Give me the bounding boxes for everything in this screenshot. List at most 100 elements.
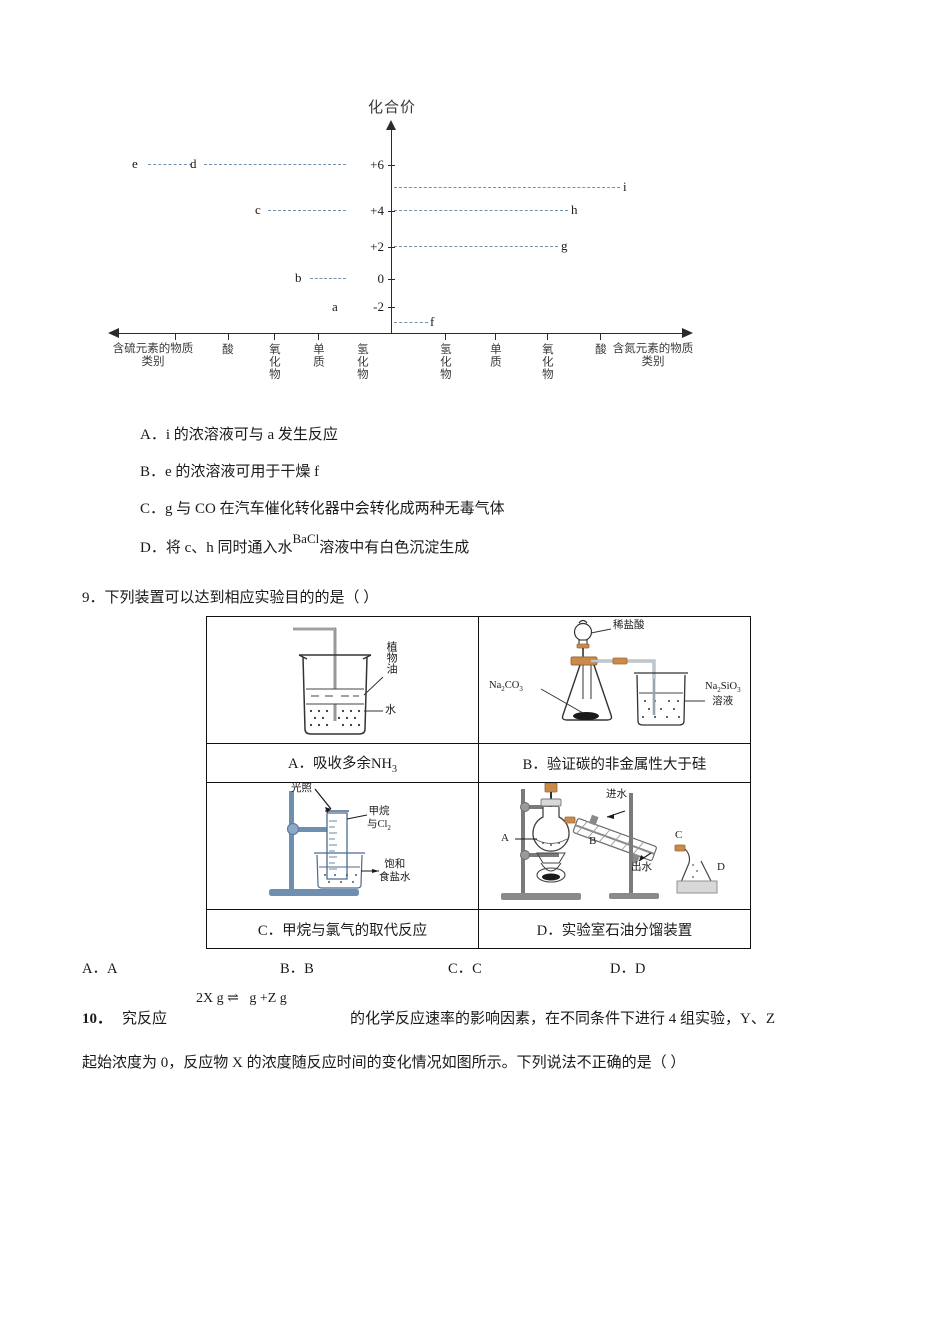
- apparatus-caption-b: B．验证碳的非金属性大于硅: [478, 743, 751, 783]
- apparatus-cell-d-figure: 进水 出水 A B C D: [478, 782, 751, 910]
- apparatus-cell-c-figure: 光照 甲烷与Cl2 饱和食盐水: [206, 782, 479, 910]
- q8-option-a: A．i 的浓溶液可与 a 发生反应: [140, 427, 338, 443]
- x-axis-left-arrow-icon: [108, 328, 119, 338]
- tube-light-brine-svg: [269, 788, 379, 896]
- q9-stem: 9．下列装置可以达到相应实验目的的是（ ）: [82, 590, 379, 606]
- y-tick-mark-neg2: [388, 307, 395, 308]
- leader-line-e: [148, 164, 192, 165]
- valence-chart: 化合价 +6 +4 +2 0 -2 e d c: [100, 96, 710, 396]
- apparatus-caption-c: C．甲烷与氯气的取代反应: [206, 909, 479, 949]
- point-label-b: b: [295, 270, 302, 285]
- point-label-i: i: [623, 179, 627, 194]
- table-row-figures-bottom: 光照 甲烷与Cl2 饱和食盐水: [206, 782, 751, 910]
- q8-option-d-pre: D．将 c、h 同时通入水: [140, 540, 293, 556]
- y-tick-label-2: +2: [370, 239, 384, 254]
- q10-equation: 2X g ⇌ g +Z g: [196, 991, 287, 1006]
- leader-line-c: [268, 210, 346, 211]
- x-tick-mark-2: [228, 333, 229, 340]
- x-category-label-4: 氢化物: [355, 343, 368, 381]
- label-vegetable-oil: 植物油: [385, 641, 398, 674]
- label-point-c: C: [675, 829, 683, 841]
- q9-answer-a: A．A: [82, 961, 118, 977]
- table-row-figures-top: 植物油 水: [206, 616, 751, 744]
- x-category-label-3: 单质: [311, 343, 324, 368]
- label-point-b: B: [589, 835, 597, 847]
- y-tick-mark-2: [388, 247, 395, 248]
- apparatus-caption-a-formula: NH: [371, 755, 392, 772]
- table-row-captions-top: A．吸收多余NH3 B．验证碳的非金属性大于硅: [206, 743, 751, 783]
- y-tick-label-0: 0: [377, 271, 385, 286]
- x-axis-right-arrow-icon: [682, 328, 693, 338]
- label-sodium-carbonate: Na2CO3: [489, 680, 523, 694]
- apparatus-caption-a-text: A．吸收多余: [288, 755, 372, 772]
- label-point-d: D: [717, 861, 725, 873]
- x-tick-mark-3: [274, 333, 275, 340]
- leader-line-i: [394, 187, 620, 188]
- y-tick-label-6: +6: [370, 157, 384, 172]
- y-axis-line: [391, 128, 392, 333]
- x-category-label-7: 氧化物: [540, 343, 553, 381]
- label-methane-and-chlorine: 甲烷与Cl2: [367, 806, 391, 833]
- x-tick-mark-5: [445, 333, 446, 340]
- apparatus-caption-d: D．实验室石油分馏装置: [478, 909, 751, 949]
- leader-line-g: [394, 246, 558, 247]
- x-category-label-1: 酸: [220, 343, 233, 356]
- x-category-label-2: 氧化物: [267, 343, 280, 381]
- y-tick-label-neg2: -2: [373, 299, 384, 314]
- label-water-outlet: 出水: [631, 862, 652, 873]
- leader-line-h: [394, 210, 568, 211]
- point-label-c: c: [255, 202, 261, 217]
- x-category-label-0: 含硫元素的物质类别: [112, 343, 194, 368]
- distillation-apparatus-svg: [501, 782, 718, 900]
- apparatus-caption-a-subscript: 3: [391, 763, 397, 775]
- apparatus-caption-a: A．吸收多余NH3: [206, 743, 479, 783]
- flask-gas-beaker-svg: [540, 619, 705, 726]
- x-axis-line: [118, 333, 684, 334]
- q10-stem-line2: 起始浓度为 0，反应物 X 的浓度随反应时间的变化情况如图所示。下列说法不正确的…: [82, 1055, 686, 1071]
- apparatus-cell-a-figure: 植物油 水: [206, 616, 479, 744]
- label-point-a: A: [501, 832, 509, 844]
- chart-title: 化合价: [368, 100, 417, 116]
- x-category-label-5: 氢化物: [438, 343, 451, 381]
- x-category-label-6: 单质: [488, 343, 501, 368]
- point-label-h: h: [571, 202, 578, 217]
- distillation-apparatus-figure: 进水 出水 A B C D: [479, 782, 750, 909]
- q8-option-d-post: 溶液中有白色沉淀生成: [319, 540, 470, 556]
- y-tick-mark-6: [388, 165, 395, 166]
- table-row-captions-bottom: C．甲烷与氯气的取代反应 D．实验室石油分馏装置: [206, 909, 751, 949]
- label-dilute-hydrochloric-acid: 稀盐酸: [613, 620, 645, 631]
- q9-answer-b: B．B: [280, 961, 314, 977]
- y-tick-mark-4: [388, 211, 395, 212]
- x-tick-mark-7: [547, 333, 548, 340]
- label-water: 水: [385, 704, 396, 716]
- y-axis-arrow-icon: [386, 120, 396, 130]
- leader-line-b: [310, 278, 346, 279]
- x-tick-mark-8: [600, 333, 601, 340]
- point-label-d: d: [190, 156, 197, 171]
- x-tick-mark-1: [175, 333, 176, 340]
- label-illumination: 光照: [291, 783, 312, 794]
- beaker-oil-water-figure: 植物油 水: [207, 617, 478, 743]
- x-category-label-8: 酸: [593, 343, 606, 356]
- q8-option-d: D．将 c、h 同时通入水BaCl溶液中有白色沉淀生成: [140, 531, 470, 560]
- point-label-g: g: [561, 238, 568, 253]
- q10-number: 10．: [82, 1011, 113, 1027]
- q9-answer-d: D．D: [610, 961, 646, 977]
- q8-option-d-superscript: BaCl: [292, 531, 320, 546]
- q10-stem-mid: 的化学反应速率的影响因素，在不同条件下进行 4 组实验，Y、Z: [350, 1011, 775, 1027]
- point-label-f: f: [430, 314, 435, 329]
- q10-stem-pre: 究反应: [122, 1011, 168, 1027]
- leader-line-d: [204, 164, 346, 165]
- x-category-label-9: 含氮元素的物质类别: [612, 343, 694, 368]
- x-tick-mark-6: [495, 333, 496, 340]
- point-label-a: a: [332, 299, 338, 314]
- q8-option-c: C．g 与 CO 在汽车催化转化器中会转化成两种无毒气体: [140, 501, 505, 517]
- point-label-e: e: [132, 156, 138, 171]
- tube-light-brine-figure: 光照 甲烷与Cl2 饱和食盐水: [207, 783, 478, 909]
- leader-line-f: [394, 322, 428, 323]
- y-tick-label-4: +4: [370, 203, 384, 218]
- q8-option-b: B．e 的浓溶液可用于干燥 f: [140, 464, 320, 480]
- label-water-inlet: 进水: [606, 789, 627, 800]
